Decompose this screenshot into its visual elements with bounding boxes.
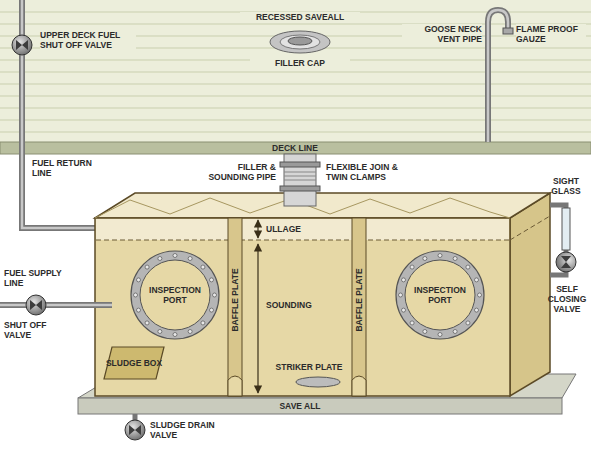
part-label: SAVE ALL [270,401,330,411]
striker-plate [296,377,340,387]
valve-symbol [556,252,576,272]
node-text: SLUDGE BOX [106,358,162,368]
inspection-port: INSPECTION PORT [392,247,488,343]
ullage-arrow [257,220,258,238]
node-text: INSPECTION PORT [409,285,471,305]
pipe-label: FUEL RETURN LINE [32,158,96,178]
valve-label: SHUT OFF VALVE [4,320,64,340]
pipe-label: FUEL SUPPLY LINE [4,268,64,288]
part-label: RECESSED SAVEALL [240,12,360,22]
part-label: FLAME PROOF GAUZE [516,24,586,44]
goose-neck-vent [488,10,513,142]
valve-symbol [125,420,145,440]
sounding-arrow [257,244,258,393]
valve-symbol [12,35,32,55]
baffle-plate [228,218,366,396]
part-label: FILLER & SOUNDING PIPE [190,162,276,182]
valve-label: UPPER DECK FUEL SHUT OFF VALVE [40,30,136,50]
deck [0,0,591,154]
deck-line-label: DECK LINE [250,143,340,153]
dimension-label: SOUNDING [266,300,326,310]
part-label: GOOSE NECK VENT PIPE [402,24,482,44]
baffle-label: BAFFLE PLATE [354,260,364,340]
part-label: SIGHT GLASS [544,176,588,196]
dimension-label: ULLAGE [266,224,316,234]
filler-cap [270,31,330,53]
inspection-port: INSPECTION PORT [127,247,223,343]
fuel-supply-pipe [0,305,112,306]
part-label: STRIKER PLATE [268,362,350,372]
baffle-label: BAFFLE PLATE [230,260,240,340]
node-text: INSPECTION PORT [144,285,206,305]
filler-pipe [280,154,320,206]
tank [95,193,550,396]
valve-label: SELF CLOSING VALVE [545,284,589,314]
sludge-box: SLUDGE BOX [103,346,165,380]
part-label: FLEXIBLE JOIN & TWIN CLAMPS [326,162,418,182]
part-label: FILLER CAP [250,58,350,68]
valve-label: SLUDGE DRAIN VALVE [150,420,222,440]
valve-symbol [26,295,46,315]
save-all-tray [78,398,562,414]
